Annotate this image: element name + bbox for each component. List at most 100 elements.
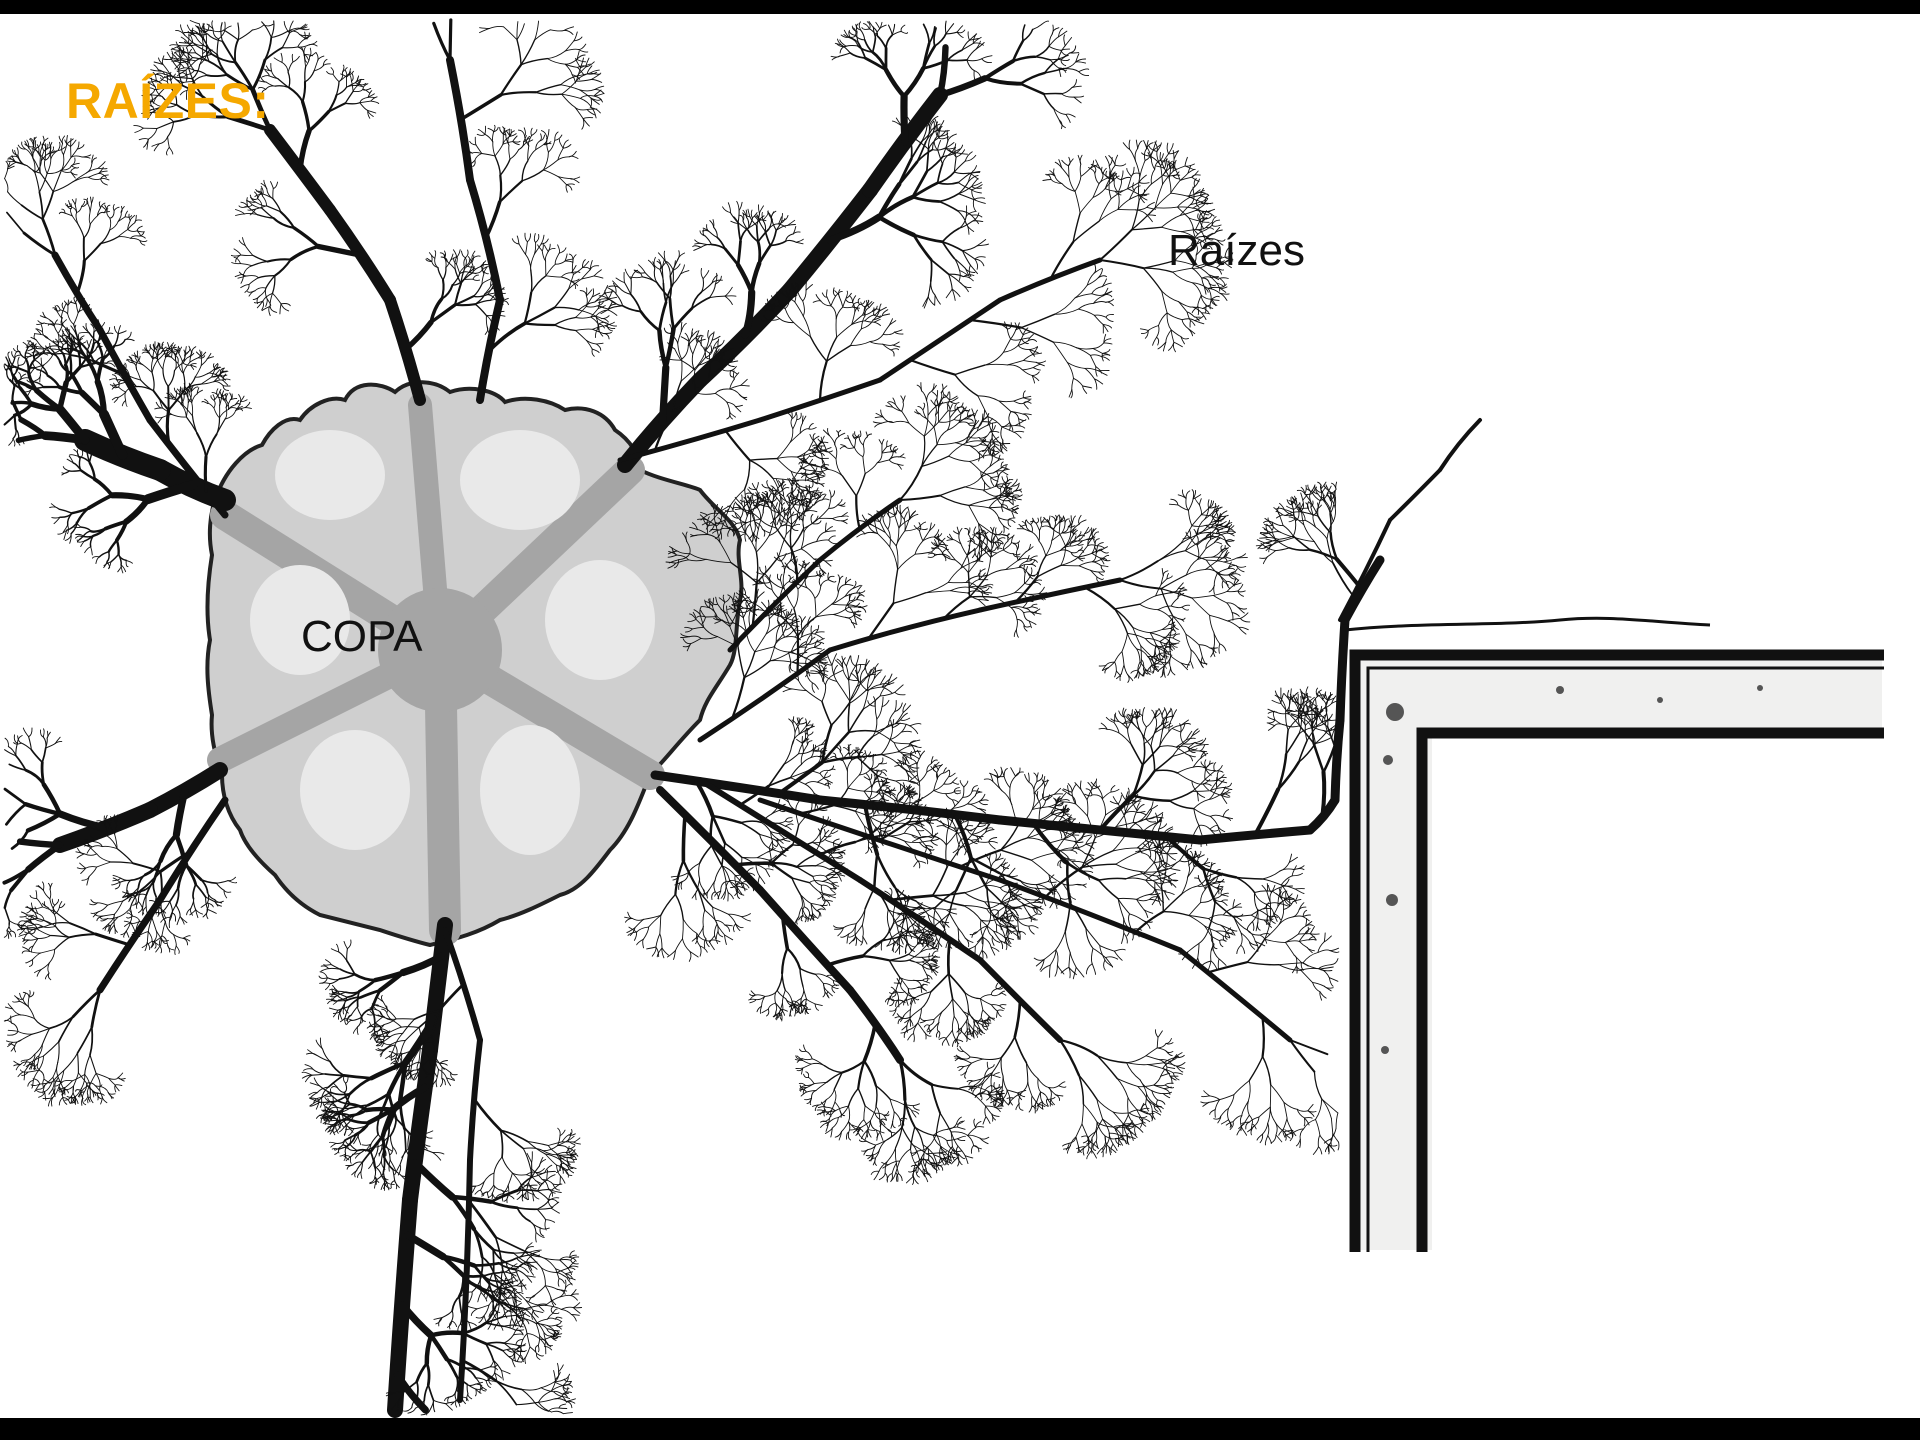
root-rootlet [1062, 88, 1073, 94]
root-rootlet [87, 1083, 96, 1086]
root-rootlet [271, 63, 272, 71]
root-rootlet [241, 255, 253, 256]
root-rootlet [51, 504, 59, 510]
root-rootlet [314, 60, 318, 70]
root-rootlet [46, 346, 58, 349]
root-rootlet [785, 826, 791, 829]
root-rootlet [880, 692, 895, 696]
root-rootlet [71, 168, 76, 173]
root-rootlet [892, 719, 893, 728]
root-rootlet [547, 130, 549, 139]
root-rootlet [405, 1028, 419, 1041]
root-rootlet [170, 888, 178, 902]
root-rootlet [551, 1307, 553, 1313]
root-rootlet [910, 724, 921, 726]
root-rootlet [783, 686, 792, 689]
root-rootlet [508, 1173, 512, 1185]
root-rootlet [50, 890, 51, 899]
root-rootlet [1266, 526, 1268, 533]
root-rootlet [192, 403, 193, 416]
root-rootlet [71, 140, 76, 146]
root-rootlet [557, 1363, 558, 1371]
root-rootlet [1187, 738, 1196, 739]
root-rootlet [138, 901, 142, 907]
root-rootlet [331, 68, 334, 75]
root-rootlet [122, 401, 125, 406]
root-rootlet [551, 1202, 559, 1208]
root-rootlet [383, 1136, 384, 1157]
root-rootlet [679, 873, 689, 877]
root-rootlet [1284, 879, 1290, 886]
root-rootlet [822, 685, 826, 702]
root-rootlet [484, 1173, 494, 1182]
crown-gap-3 [480, 725, 580, 855]
root-rootlet [753, 213, 758, 218]
root-rootlet [1210, 826, 1217, 830]
root-rootlet [591, 79, 602, 82]
root-rootlet [152, 361, 157, 373]
root-rootlet [535, 1286, 545, 1295]
root-rootlet [59, 902, 61, 908]
root-rootlet [591, 98, 599, 104]
root-rootlet [710, 296, 725, 298]
root-rootlet [21, 1034, 32, 1040]
root-rootlet [473, 275, 479, 279]
root-rootlet [331, 1143, 336, 1147]
root-rootlet [553, 1309, 557, 1313]
root-rootlet [526, 1347, 530, 1357]
root-rootlet [571, 1296, 578, 1301]
root-rootlet [573, 268, 582, 275]
root-rootlet [62, 136, 64, 144]
root-rootlet [55, 1078, 59, 1089]
root-rootlet [343, 1007, 344, 1014]
root-rootlet [947, 909, 956, 910]
root-rootlet [282, 62, 288, 72]
root-rootlet [247, 276, 259, 278]
root-rootlet [527, 234, 530, 242]
root-rootlet [982, 59, 992, 63]
root-rootlet [868, 676, 870, 691]
root-rootlet [282, 47, 297, 48]
root-branch [525, 324, 555, 326]
root-branch [713, 816, 741, 823]
root-rootlet [738, 223, 740, 241]
root-rootlet [235, 274, 243, 276]
root-rootlet [39, 1070, 44, 1079]
root-rootlet [89, 846, 97, 854]
root-rootlet [480, 28, 490, 32]
root-rootlet [561, 1307, 573, 1309]
root-rootlet [453, 250, 456, 258]
root-rootlet [849, 666, 856, 680]
root-rootlet [595, 328, 598, 337]
root-rootlet [8, 192, 22, 205]
root-rootlet [110, 211, 114, 219]
root-rootlet [99, 905, 108, 911]
root-rootlet [765, 231, 770, 246]
root-rootlet [573, 1303, 579, 1308]
root-rootlet [339, 952, 347, 961]
root-rootlet [148, 129, 157, 140]
root-rootlet [886, 35, 892, 48]
root-rootlet [264, 180, 267, 189]
root-rootlet [974, 200, 986, 204]
root-branch [21, 420, 45, 436]
root-branch [303, 102, 309, 131]
root-rootlet [894, 743, 903, 755]
root-rootlet [946, 24, 954, 34]
root-rootlet [1293, 521, 1295, 536]
root-rootlet [345, 91, 353, 103]
root-rootlet [503, 1315, 516, 1317]
root-rootlet [7, 161, 14, 162]
root-rootlet [1114, 949, 1125, 951]
root-rootlet [486, 316, 487, 327]
root-rootlet [1066, 115, 1070, 123]
root-rootlet [125, 211, 127, 217]
root-rootlet [155, 941, 157, 949]
root-rootlet [12, 352, 15, 359]
root-rootlet [54, 914, 56, 926]
root-rootlet [560, 1176, 561, 1185]
root-rootlet [481, 1190, 483, 1196]
root-rootlet [567, 1158, 570, 1165]
root-rootlet [90, 1097, 93, 1103]
